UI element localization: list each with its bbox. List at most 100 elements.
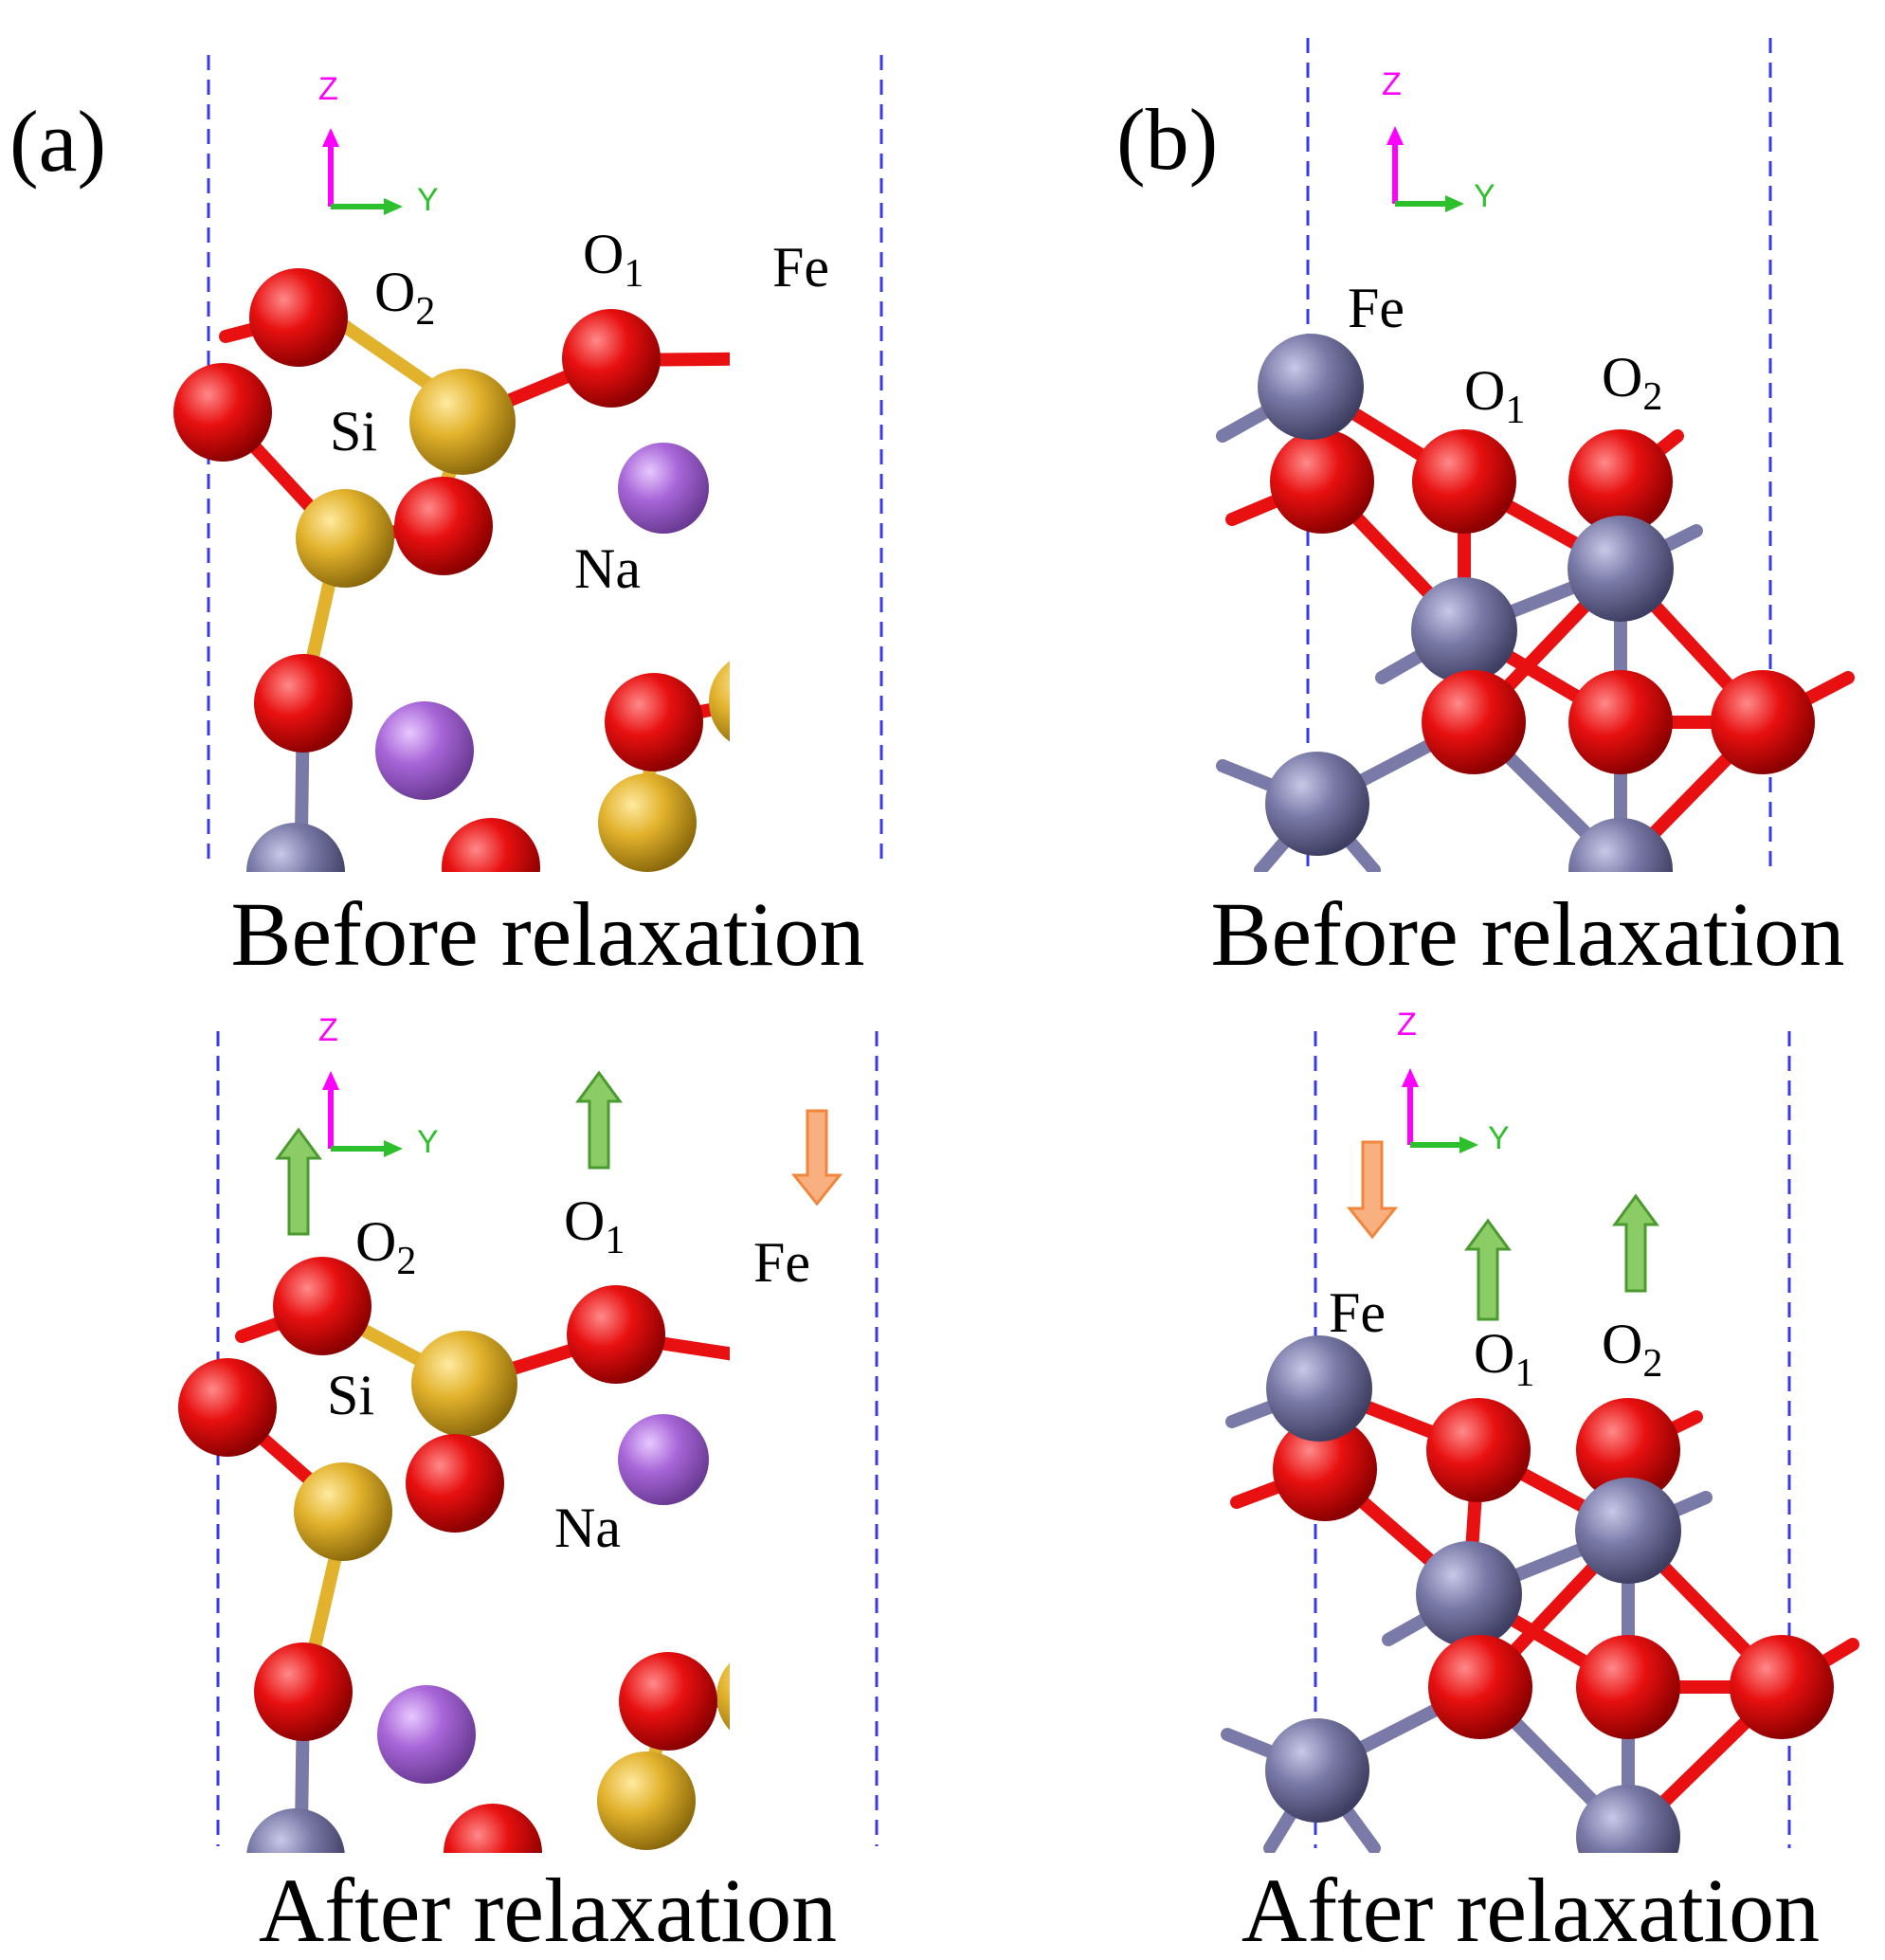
iron-atom [1411,577,1517,683]
iron-atom [246,823,345,872]
axis-indicator: Z Y [1382,66,1495,214]
oxygen-atom [249,268,348,367]
iron-atom [1265,1718,1369,1823]
oxygen-atom [1730,1635,1834,1739]
iron-atom [1568,818,1673,872]
axis-y-label: Y [1474,178,1495,214]
iron-atom [1575,1478,1681,1584]
iron-atom [1265,752,1369,856]
label-o1: O1 [1474,1322,1534,1395]
axis-y-label: Y [1488,1120,1510,1156]
panel-a-bottom: Z Y [178,1012,921,1960]
oxygen-atom [823,1769,921,1867]
oxygen-atom [827,785,926,883]
label-o2: O2 [1602,1313,1662,1386]
iron-atom [785,1320,883,1419]
label-o1: O1 [583,223,643,296]
arrow-down-icon [1346,1140,1399,1240]
oxygen-atom [178,1358,277,1457]
axis-indicator: Z Y [318,1012,439,1160]
oxygen-atom [406,1434,504,1533]
axis-y-label: Y [417,182,439,218]
oxygen-atom [605,673,703,771]
axis-y-label: Y [417,1124,439,1160]
oxygen-atom-o1 [1426,1398,1531,1502]
oxygen-atom [394,477,493,575]
sodium-atom [375,701,474,800]
shift-arrows [275,1070,843,1236]
silicon-atom [294,1462,392,1561]
iron-atom [1258,334,1364,440]
arrow-up-icon [575,1070,623,1170]
structure-a-bottom [178,1257,921,1867]
axis-z-label: Z [1397,1007,1417,1043]
caption-b-top: Before relaxation [1211,883,1845,985]
oxygen-atom [1576,1635,1680,1739]
axis-indicator: Z Y [318,71,439,218]
caption-a-top: Before relaxation [231,883,865,985]
arrow-up-icon [275,1127,322,1236]
oxygen-atom-o2 [1568,429,1673,534]
axis-indicator: Z Y [1397,1007,1510,1156]
oxygen-atom-o2 [1576,1398,1680,1502]
iron-atom [1416,1541,1522,1647]
oxygen-atom [1422,670,1526,774]
panel-a-top: (a) Z Y [9,55,926,985]
sodium-atom [618,1414,709,1505]
iron-atom [1576,1785,1680,1853]
oxygen-atom-o1 [1412,429,1516,534]
label-fe: Fe [1329,1281,1386,1344]
oxygen-atom [1270,429,1374,534]
arrow-up-icon [1464,1218,1512,1321]
iron-atom [246,1808,345,1853]
axis-z-label: Z [1382,66,1402,102]
shift-arrows [1346,1140,1659,1321]
oxygen-atom [752,463,850,561]
label-o1: O1 [1464,359,1525,432]
oxygen-atom [771,1477,870,1575]
oxygen-atom [254,654,353,753]
oxygen-atom-o1 [562,309,661,408]
label-na: Na [554,1497,621,1559]
iron-atom [1266,1335,1372,1442]
label-fe: Fe [772,236,829,299]
silicon-atom [709,661,730,742]
iron-atom [761,309,860,408]
oxygen-atom [1273,1417,1377,1521]
label-o2: O2 [374,261,435,334]
silicon-atom [597,1751,696,1850]
silicon-atom [296,489,394,588]
atom-labels: O2 O1 Fe Si Na [330,223,829,600]
atom-labels: Fe O1 O2 [1348,277,1662,432]
oxygen-atom [1568,670,1673,774]
structure-b-top [1216,334,1855,872]
iron-atom [1568,516,1674,622]
sodium-atom [377,1685,476,1784]
arrow-down-icon [790,1109,843,1207]
label-fe: Fe [753,1231,810,1294]
oxygen-atom [444,1804,542,1853]
arrow-up-icon [1612,1193,1659,1293]
label-o2: O2 [1602,346,1662,419]
oxygen-atom [1428,1635,1532,1739]
silicon-atom [411,1331,517,1437]
panel-b-letter: (b) [1116,91,1218,188]
panel-b-top: (b) Z Y [1116,38,1855,985]
caption-b-bottom: After relaxation [1242,1860,1820,1960]
panel-b-bottom: Z Y [1221,1007,1859,1960]
label-na: Na [574,537,641,600]
oxygen-atom [173,363,272,462]
oxygen-atom [254,1642,353,1741]
panel-a-letter: (a) [9,93,106,190]
oxygen-atom [1711,670,1815,774]
label-o1: O1 [564,1189,625,1262]
atom-labels: O2 O1 Fe Si Na [327,1189,810,1559]
label-o2: O2 [355,1210,416,1283]
axis-z-label: Z [318,71,338,107]
label-si: Si [330,400,377,463]
structure-b-bottom [1221,1335,1859,1853]
label-si: Si [327,1364,374,1426]
oxygen-atom-o1 [567,1285,665,1384]
sodium-atom [618,443,709,534]
